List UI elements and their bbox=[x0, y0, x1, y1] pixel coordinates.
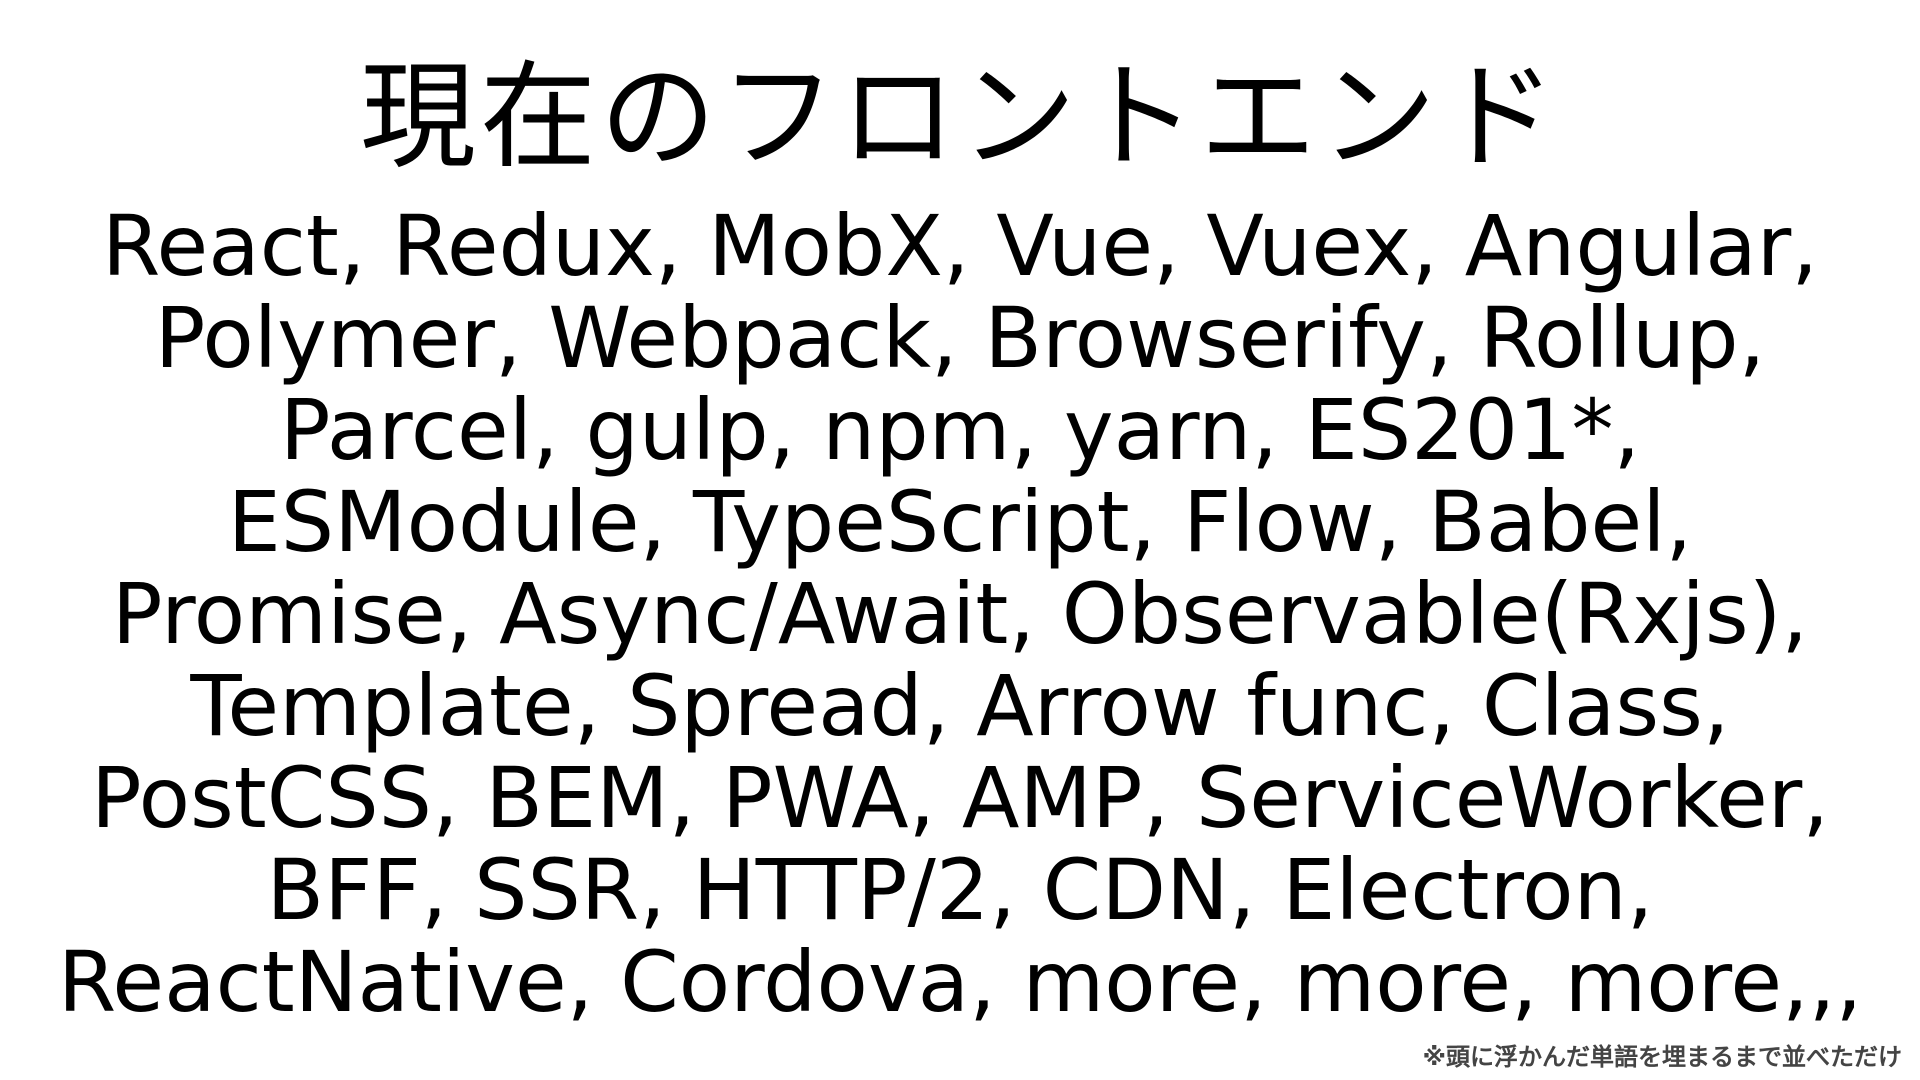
keyword-line-6: Template, Spread, Arrow func, Class, bbox=[190, 657, 1730, 755]
keyword-line-2: Polymer, Webpack, Browserify, Rollup, bbox=[154, 289, 1766, 387]
keyword-line-4: ESModule, TypeScript, Flow, Babel, bbox=[227, 473, 1693, 571]
keyword-line-8: BFF, SSR, HTTP/2, CDN, Electron, bbox=[266, 841, 1654, 939]
keyword-line-7: PostCSS, BEM, PWA, AMP, ServiceWorker, bbox=[90, 749, 1830, 847]
keyword-list: React, Redux, MobX, Vue, Vuex, Angular, … bbox=[0, 200, 1920, 1028]
slide-title: 現在のフロントエンド bbox=[360, 50, 1560, 185]
keyword-line-5: Promise, Async/Await, Observable(Rxjs), bbox=[111, 565, 1809, 663]
keyword-line-3: Parcel, gulp, npm, yarn, ES201*, bbox=[279, 381, 1641, 479]
keyword-line-9: ReactNative, Cordova, more, more, more,,… bbox=[57, 933, 1863, 1031]
keyword-line-1: React, Redux, MobX, Vue, Vuex, Angular, bbox=[101, 197, 1819, 295]
footnote: ※頭に浮かんだ単語を埋まるまで並べただけ bbox=[1422, 1043, 1902, 1071]
